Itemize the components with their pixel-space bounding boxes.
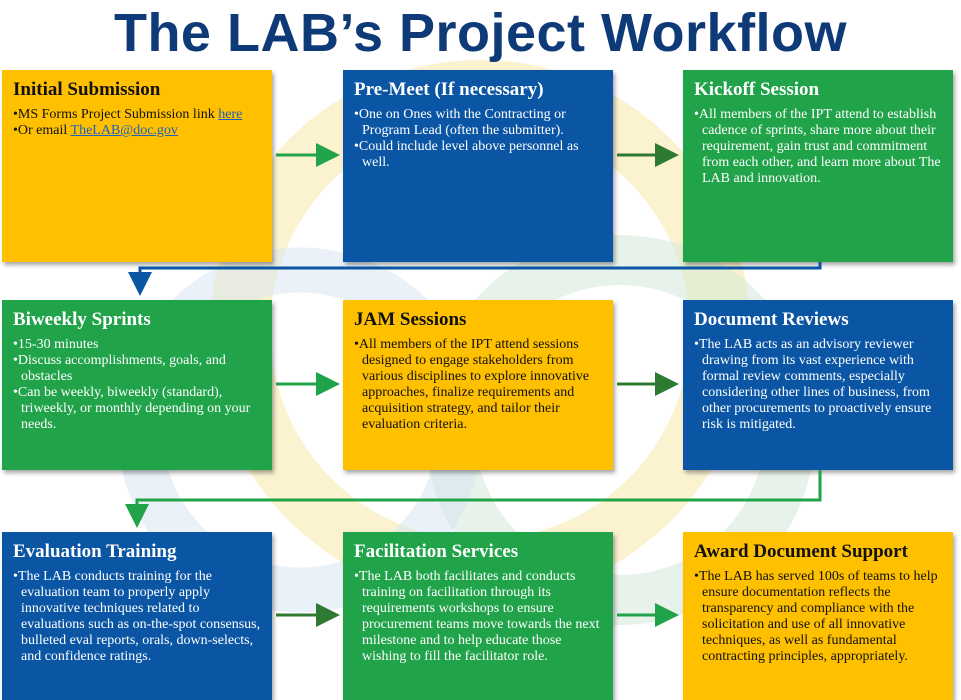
step-pre-meet: Pre-Meet (If necessary) One on Ones with…	[343, 70, 613, 262]
step-bullet: 15-30 minutes	[13, 337, 261, 353]
step-bullet: All members of the IPT attend to establi…	[694, 107, 942, 187]
step-title: JAM Sessions	[354, 309, 467, 330]
step-title: Evaluation Training	[13, 541, 177, 562]
email-link[interactable]: TheLAB@doc.gov	[70, 123, 178, 138]
step-biweekly-sprints: Biweekly Sprints 15-30 minutes Discuss a…	[2, 300, 272, 470]
step-award-document-support: Award Document Support The LAB has serve…	[683, 532, 953, 700]
step-bullet: MS Forms Project Submission link here	[13, 107, 261, 123]
step-bullet: Can be weekly, biweekly (standard), triw…	[13, 385, 261, 433]
step-bullet: All members of the IPT attend sessions d…	[354, 337, 602, 433]
step-bullet: The LAB conducts training for the evalua…	[13, 569, 261, 665]
step-facilitation-services: Facilitation Services The LAB both facil…	[343, 532, 613, 700]
step-document-reviews: Document Reviews The LAB acts as an advi…	[683, 300, 953, 470]
step-bullet: Discuss accomplishments, goals, and obst…	[13, 353, 261, 385]
step-title: Facilitation Services	[354, 541, 519, 562]
step-kickoff-session: Kickoff Session All members of the IPT a…	[683, 70, 953, 262]
step-initial-submission: Initial Submission MS Forms Project Subm…	[2, 70, 272, 262]
step-bullet: Or email TheLAB@doc.gov	[13, 123, 261, 139]
page-title: The LAB’s Project Workflow	[113, 3, 848, 63]
step-title: Document Reviews	[694, 309, 849, 330]
step-bullet: One on Ones with the Contracting or Prog…	[354, 107, 602, 139]
step-evaluation-training: Evaluation Training The LAB conducts tra…	[2, 532, 272, 700]
step-bullet: Could include level above personnel as w…	[354, 139, 602, 171]
step-bullet: The LAB both facilitates and conducts tr…	[354, 569, 602, 665]
step-bullet: The LAB has served 100s of teams to help…	[694, 569, 942, 665]
submission-link[interactable]: here	[218, 107, 243, 122]
step-title: Pre-Meet (If necessary)	[354, 79, 544, 100]
step-title: Award Document Support	[694, 541, 908, 562]
step-title: Initial Submission	[13, 79, 161, 100]
step-jam-sessions: JAM Sessions All members of the IPT atte…	[343, 300, 613, 470]
step-title: Kickoff Session	[694, 79, 820, 100]
step-bullet: The LAB acts as an advisory reviewer dra…	[694, 337, 942, 433]
step-title: Biweekly Sprints	[13, 309, 151, 330]
